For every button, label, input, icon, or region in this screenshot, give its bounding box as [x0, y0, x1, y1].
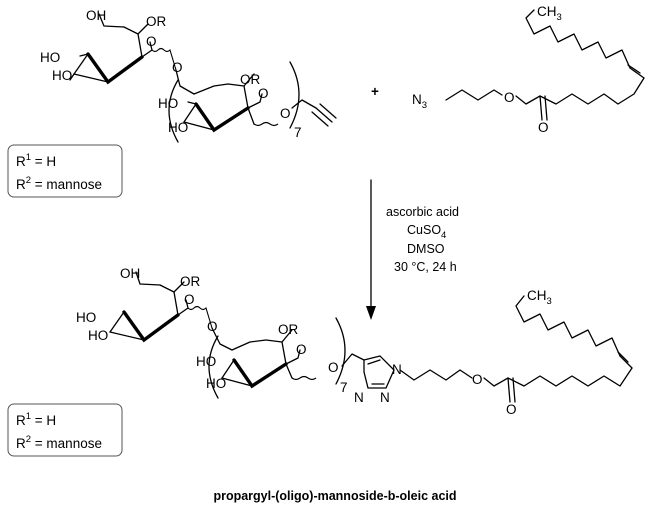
- p-ho-label-2: HO: [88, 328, 108, 343]
- p-ester-o-label: O: [472, 372, 483, 387]
- carbonyl-o-label: O: [538, 120, 549, 135]
- azidopropyl-oleate: N3 O O CH3: [412, 4, 645, 135]
- p-ring-o-label-2: O: [296, 342, 307, 357]
- ch3-subscript: 3: [557, 12, 562, 23]
- p-repeat-count: 7: [340, 380, 348, 395]
- triazole-n2-label: N: [380, 390, 390, 405]
- product-structure: OH OR O HO HO O OR O HO HO O 7 N N N O O…: [76, 266, 633, 417]
- svg-text:N3: N3: [412, 92, 427, 111]
- reaction-arrow: [366, 179, 376, 320]
- glycosidic-o-label: O: [172, 60, 183, 75]
- svg-text:CuSO4: CuSO4: [407, 223, 446, 241]
- condition-cuso4: CuSO: [407, 223, 441, 237]
- scheme-caption: propargyl-(oligo)-mannoside-b-oleic acid: [213, 489, 456, 503]
- plus-sign: +: [371, 84, 379, 99]
- triazole-n3-label: N: [354, 390, 364, 405]
- ho-label-4: HO: [168, 120, 188, 135]
- p-linker-o-label: O: [328, 360, 339, 375]
- reaction-conditions: ascorbic acid CuSO4 DMSO 30 °C, 24 h: [386, 205, 459, 274]
- condition-temperature: 30 °C, 24 h: [394, 260, 457, 274]
- ring-o-label-2: O: [258, 86, 269, 101]
- r1-superscript: 1: [26, 152, 31, 163]
- p-glycosidic-o-label: O: [207, 319, 218, 334]
- p-r2-symbol: R: [16, 436, 26, 451]
- r2-value: = mannose: [31, 177, 102, 192]
- ring-o-label: O: [146, 34, 157, 49]
- svg-text:R1 = H: R1 = H: [16, 152, 56, 169]
- or-label-2: OR: [240, 72, 261, 87]
- ch3-label: CH: [537, 4, 557, 19]
- svg-text:CH3: CH3: [537, 4, 562, 23]
- azide-label: N: [412, 92, 422, 107]
- azide-subscript: 3: [422, 100, 427, 111]
- p-ho-label: HO: [76, 310, 96, 325]
- p-ch3-label: CH: [527, 288, 547, 303]
- oh-label: OH: [86, 8, 106, 23]
- svg-text:CH3: CH3: [527, 288, 552, 307]
- p-carbonyl-o-label: O: [506, 402, 517, 417]
- condition-dmso: DMSO: [407, 242, 445, 256]
- svg-text:R1 = H: R1 = H: [16, 411, 56, 428]
- r-group-box-bottom: R1 = H R2 = mannose: [7, 403, 123, 457]
- r2-symbol: R: [16, 177, 26, 192]
- or-label: OR: [146, 14, 167, 29]
- svg-text:R2 = mannose: R2 = mannose: [16, 175, 102, 192]
- p-oh-label: OH: [120, 266, 140, 281]
- p-or-label-2: OR: [278, 322, 299, 337]
- repeat-count: 7: [294, 125, 302, 140]
- ho-label-3: HO: [158, 96, 178, 111]
- p-r1-value: = H: [31, 413, 56, 428]
- p-ring-o-label: O: [184, 292, 195, 307]
- p-ho-label-4: HO: [206, 376, 226, 391]
- condition-ascorbic-acid: ascorbic acid: [386, 205, 459, 219]
- p-r2-superscript: 2: [26, 434, 31, 445]
- ester-o-label: O: [504, 90, 515, 105]
- triazole-n1-label: N: [392, 362, 402, 377]
- p-ho-label-3: HO: [196, 354, 216, 369]
- r1-symbol: R: [16, 154, 26, 169]
- p-or-label: OR: [180, 274, 201, 289]
- top-oligomannoside: OH OR O HO HO O OR O HO HO O 7: [40, 8, 337, 143]
- condition-cuso4-subscript: 4: [441, 230, 446, 241]
- r1-value: = H: [31, 154, 56, 169]
- p-r1-superscript: 1: [26, 411, 31, 422]
- r2-superscript: 2: [26, 175, 31, 186]
- p-r2-value: = mannose: [31, 436, 102, 451]
- p-ch3-subscript: 3: [547, 296, 552, 307]
- ho-label-2: HO: [52, 68, 72, 83]
- propargyl-o-label: O: [280, 106, 291, 121]
- svg-text:R2 = mannose: R2 = mannose: [16, 434, 102, 451]
- p-r1-symbol: R: [16, 413, 26, 428]
- ho-label: HO: [40, 50, 60, 65]
- r-group-box-top: R1 = H R2 = mannose: [7, 144, 123, 198]
